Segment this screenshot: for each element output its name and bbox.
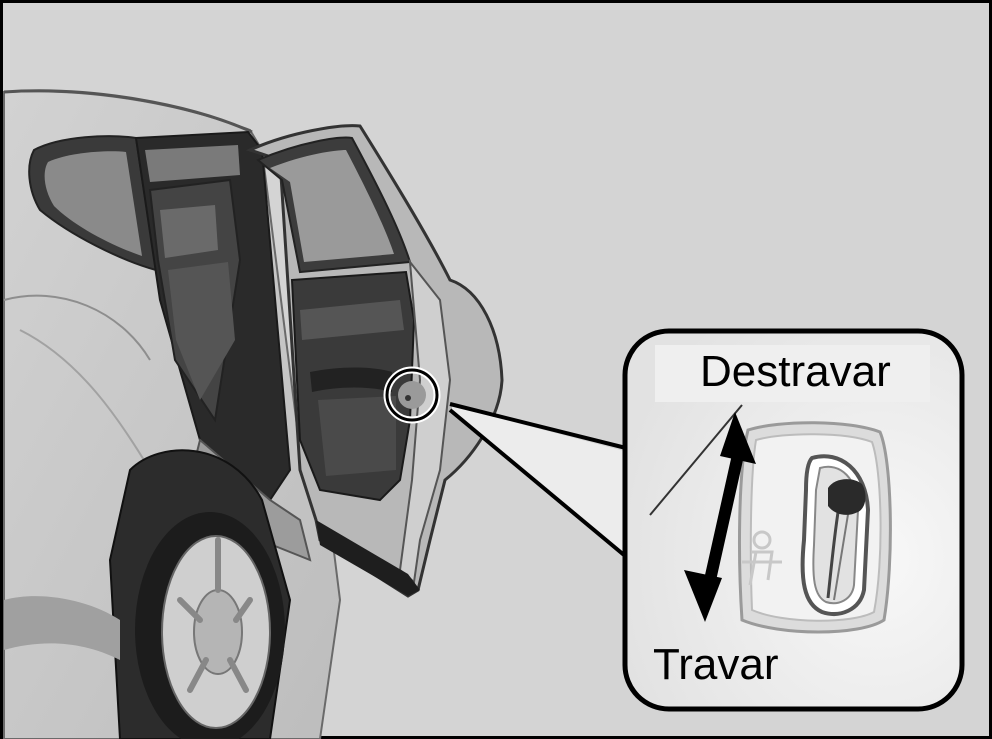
highlight-circle-icon	[383, 366, 441, 424]
child-symbol-emboss	[742, 530, 782, 586]
double-arrow-icon	[684, 412, 756, 622]
callout-box	[622, 328, 965, 712]
car-body	[3, 89, 342, 739]
child-lock-lever-icon	[800, 454, 871, 616]
rear-door	[245, 124, 504, 598]
lock-label: Travar	[653, 640, 779, 689]
callout-leader	[448, 402, 632, 562]
unlock-label: Destravar	[700, 347, 891, 396]
